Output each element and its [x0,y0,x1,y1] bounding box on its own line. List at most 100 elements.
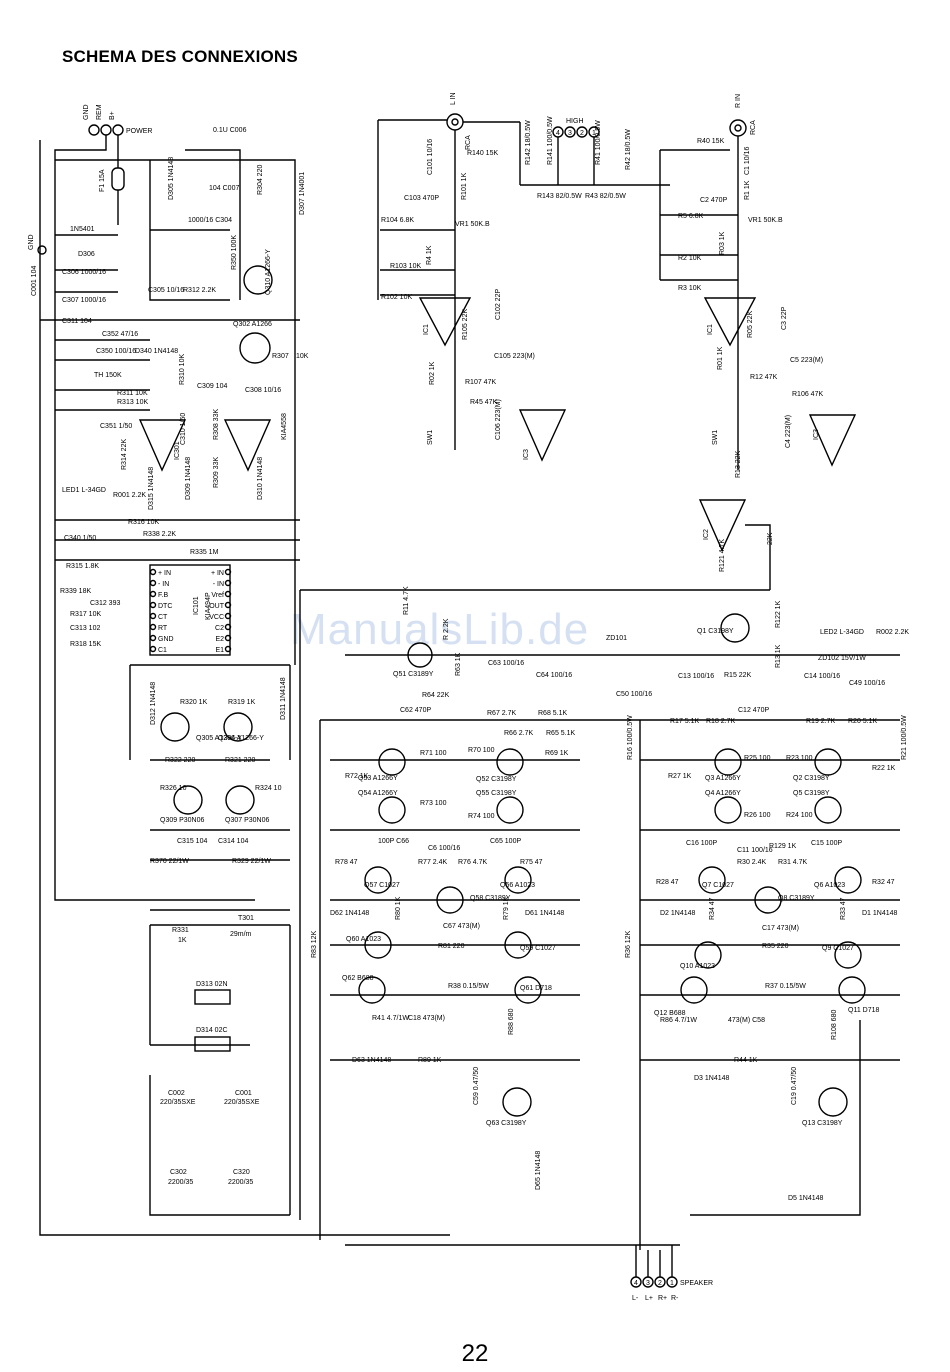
svg-text:C12 470P: C12 470P [738,707,769,714]
svg-text:Q305 A1266-Y: Q305 A1266-Y [196,735,242,742]
svg-text:Q13 C3198Y: Q13 C3198Y [802,1120,843,1127]
svg-text:1N5401: 1N5401 [70,226,95,233]
svg-text:R106 47K: R106 47K [792,391,823,398]
transistor-icon [834,941,862,969]
ic-pin [224,634,232,642]
svg-text:4: 4 [556,130,560,137]
ic-pin [224,645,232,653]
svg-text:C105 223(M): C105 223(M) [494,353,535,360]
svg-text:R63 1K: R63 1K [455,652,462,676]
svg-text:0.1U C006: 0.1U C006 [213,127,247,134]
svg-text:R121 4.7K: R121 4.7K [719,539,726,572]
svg-text:R314 22K: R314 22K [121,439,128,470]
svg-text:LED2 L-34GD: LED2 L-34GD [820,629,864,636]
svg-text:R74 100: R74 100 [468,813,495,820]
svg-text:Q9 C1027: Q9 C1027 [822,945,854,952]
svg-text:D312 1N4148: D312 1N4148 [150,682,157,725]
svg-text:C14 100/16: C14 100/16 [804,673,840,680]
svg-text:R105 22K: R105 22K [462,309,469,340]
ic-pin-label: GND [158,636,174,643]
svg-text:R05 22K: R05 22K [747,310,754,338]
svg-text:Q51 C3189Y: Q51 C3189Y [393,671,434,678]
svg-text:TH 150K: TH 150K [94,372,122,379]
svg-text:Q62 B688: Q62 B688 [342,975,374,982]
ic-pin [149,623,157,631]
svg-text:Q57 C1027: Q57 C1027 [364,882,400,889]
svg-text:D1 1N4148: D1 1N4148 [862,910,898,917]
svg-text:D61 1N4148: D61 1N4148 [525,910,564,917]
svg-text:220/35SXE: 220/35SXE [224,1099,260,1106]
svg-text:R24 100: R24 100 [786,812,813,819]
svg-text:R35 220: R35 220 [762,943,789,950]
svg-text:D305 1N4148: D305 1N4148 [168,157,175,200]
svg-text:IC1: IC1 [707,324,714,335]
svg-text:C307 1000/16: C307 1000/16 [62,297,106,304]
ic-pin [149,612,157,620]
svg-text:Q10 A1023: Q10 A1023 [680,963,715,970]
svg-text:D5 1N4148: D5 1N4148 [788,1195,824,1202]
svg-text:Q307 P30N06: Q307 P30N06 [225,817,269,824]
svg-text:R326 10: R326 10 [160,785,187,792]
transistor-icon [364,931,392,959]
transistor-icon [378,748,406,776]
svg-text:SW1: SW1 [427,430,434,445]
svg-text:R01 1K: R01 1K [717,346,724,370]
svg-text:473(M) C58: 473(M) C58 [728,1017,765,1024]
svg-text:R324 10: R324 10 [255,785,282,792]
svg-text:R19 2.7K: R19 2.7K [806,718,836,725]
mosfet-icon [225,785,255,815]
power-connector: GND REM B+ POWER [83,104,152,136]
transistor-icon [720,613,750,643]
svg-text:D63 1N4148: D63 1N4148 [352,1057,391,1064]
svg-text:C309 104: C309 104 [197,383,227,390]
svg-text:Q304 A1266-Y: Q304 A1266-Y [218,735,264,742]
svg-text:C001: C001 [235,1090,252,1097]
svg-text:R77 2.4K: R77 2.4K [418,859,448,866]
svg-text:C1 10/16: C1 10/16 [744,146,751,175]
svg-text:C4 223(M): C4 223(M) [785,415,792,448]
ic-pin [224,568,232,576]
ic-pin [224,623,232,631]
svg-text:C102 22P: C102 22P [495,289,502,320]
page-number: 22 [461,1340,489,1367]
transistor-icon [239,332,271,364]
rectifier-icon [194,989,231,1005]
svg-text:R11 4.7K: R11 4.7K [403,586,410,615]
svg-text:R304 220: R304 220 [257,165,264,195]
svg-text:R34 47: R34 47 [709,897,716,920]
svg-text:C18 473(M): C18 473(M) [408,1015,445,1022]
transistor-icon [838,976,866,1004]
transistor-icon [436,886,464,914]
svg-text:R75 47: R75 47 [520,859,543,866]
svg-text:Q63 C3198Y: Q63 C3198Y [486,1120,527,1127]
svg-text:100P C66: 100P C66 [378,838,409,845]
svg-text:R30 2.4K: R30 2.4K [737,859,767,866]
svg-text:R1 1K: R1 1K [744,180,751,200]
svg-text:R15 22K: R15 22K [724,672,752,679]
svg-text:R 2.2K: R 2.2K [443,618,450,640]
power-supply-section: GND REM B+ POWER F1 15A GND C001 104 1N5… [28,104,450,1236]
page-title: SCHEMA DES CONNEXIONS [62,47,298,66]
pin-bplus: B+ [109,111,116,120]
transistor-icon [502,1087,532,1117]
transistor-icon [680,976,708,1004]
ic-pin-label: E1 [215,647,224,654]
svg-text:R331: R331 [172,927,189,934]
svg-text:Q3 A1266Y: Q3 A1266Y [705,775,741,782]
svg-text:R67 2.7K: R67 2.7K [487,710,517,717]
svg-text:R43 82/0.5W: R43 82/0.5W [585,193,626,200]
svg-text:KIA4558: KIA4558 [281,413,288,440]
svg-text:C311 104: C311 104 [62,318,92,325]
svg-text:R72 1K: R72 1K [345,773,369,780]
speaker-label: SPEAKER [680,1280,713,1287]
svg-text:220/35SXE: 220/35SXE [160,1099,196,1106]
svg-text:R02 1K: R02 1K [429,361,436,385]
svg-text:R31 4.7K: R31 4.7K [778,859,808,866]
ground-label: GND [28,234,35,250]
svg-text:ZD101: ZD101 [606,635,627,642]
opamp-icon [223,419,272,472]
svg-text:Q60 A1023: Q60 A1023 [346,936,381,943]
opamp-icon [698,499,747,552]
svg-text:Q6 A1023: Q6 A1023 [814,882,845,889]
